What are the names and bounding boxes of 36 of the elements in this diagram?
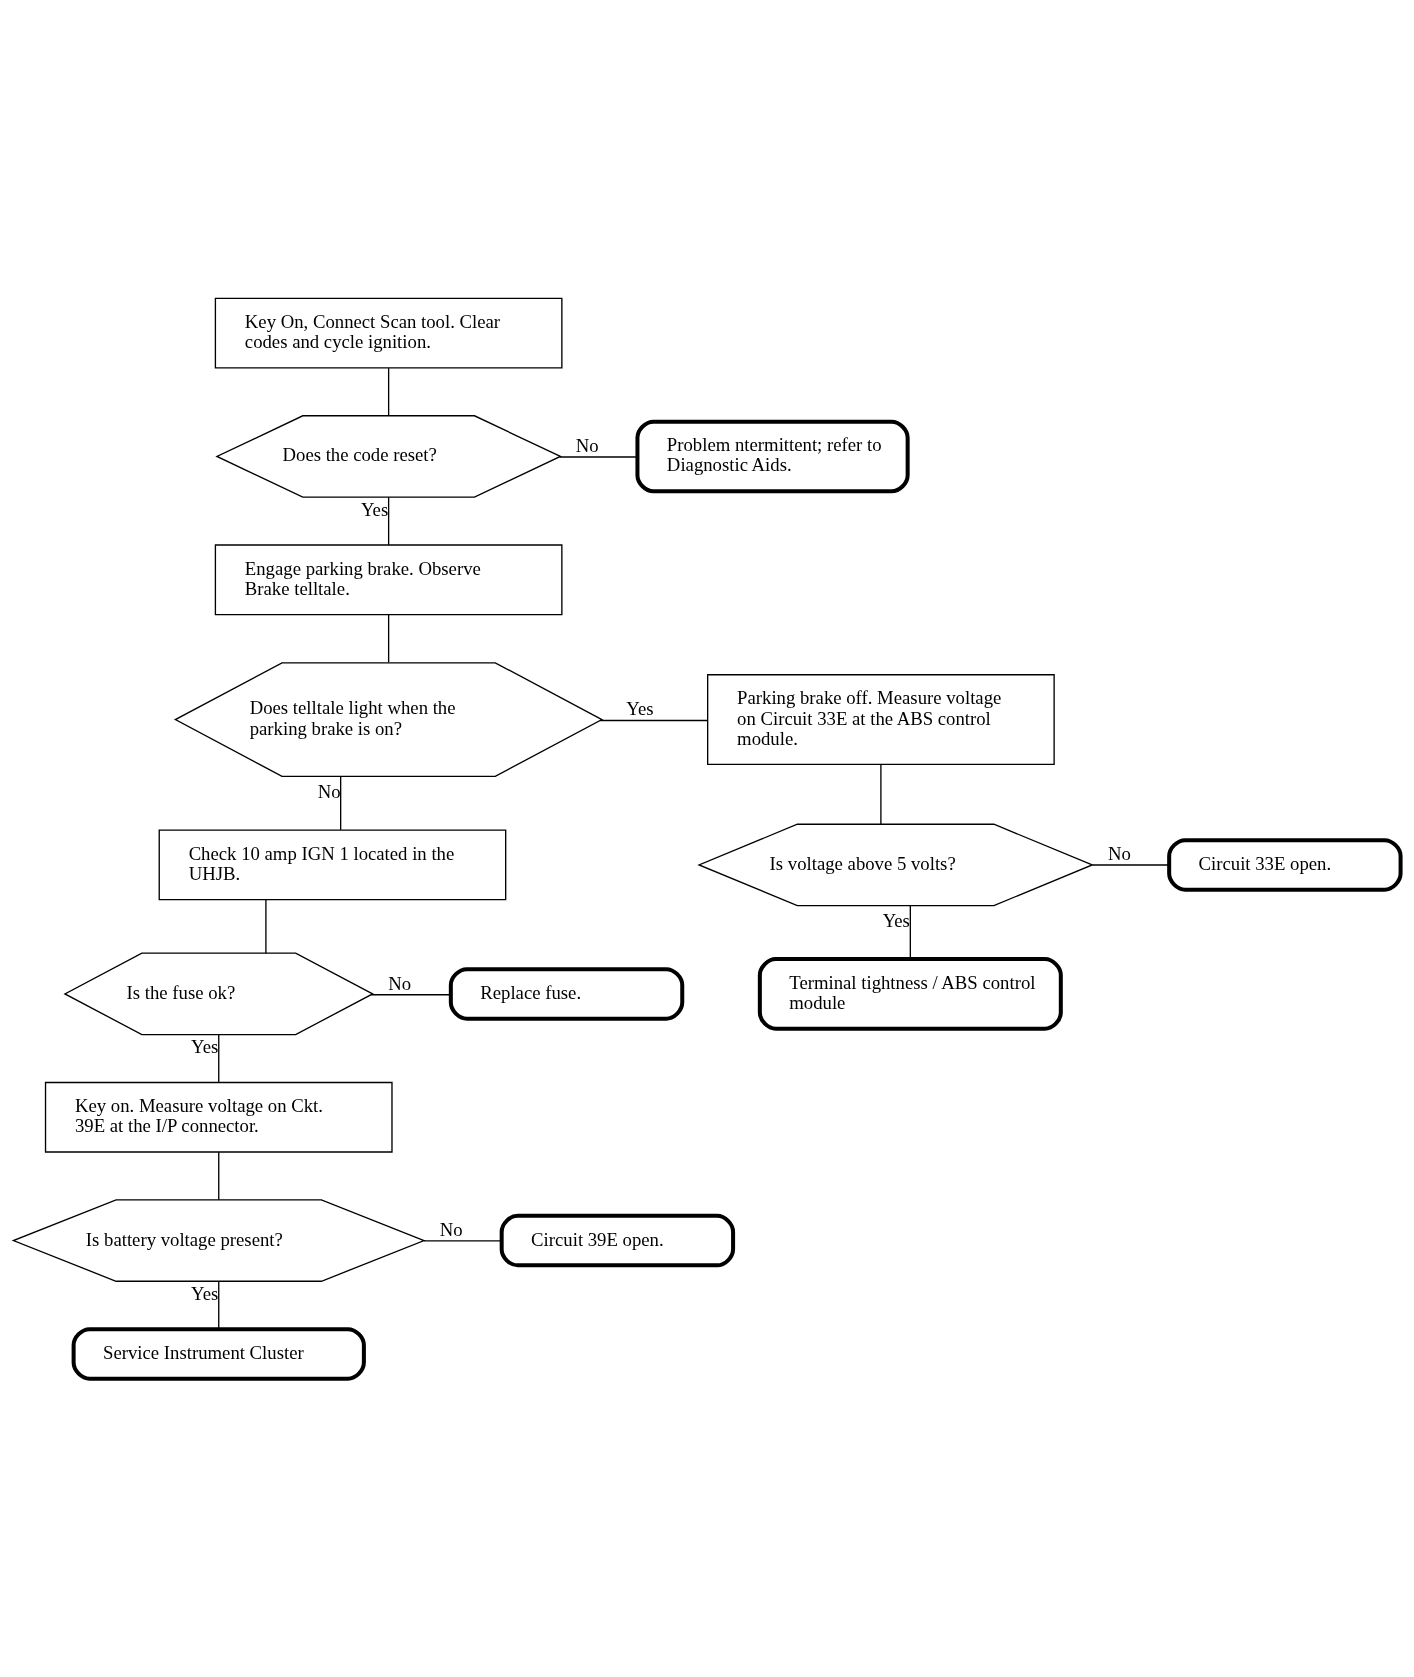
edge-label: No <box>1108 842 1131 864</box>
node-box: Key on. Measure voltage on Ckt. 39E at the I/P connector. <box>44 1081 393 1153</box>
connector <box>909 904 911 960</box>
node-box: Terminal tightness / ABS control module <box>757 957 1063 1031</box>
node-box: Circuit 33E open. <box>1167 838 1403 892</box>
connector <box>218 1280 220 1330</box>
edge-label: Yes <box>882 910 910 931</box>
edge-label: Yes <box>360 498 389 520</box>
node-box: Service Instrument Cluster <box>71 1327 366 1381</box>
connector <box>559 456 639 458</box>
node-box: Problem ntermittent; refer to Diagnostic Aids. <box>635 419 910 494</box>
edge-label: Yes <box>626 698 654 720</box>
connector <box>1091 864 1170 866</box>
connector <box>880 764 882 825</box>
connector <box>423 1240 502 1242</box>
node-box: Parking brake off. Measure voltage on Circuit 33E at the ABS control module. <box>707 674 1055 766</box>
edge-label: No <box>575 434 599 456</box>
connector <box>387 614 390 663</box>
edge-label: No <box>317 781 341 803</box>
edge-label: No <box>439 1218 463 1240</box>
edge-label: No <box>388 972 412 994</box>
node-box: Key On, Connect Scan tool. Clear codes and cycle ignition. <box>214 297 563 369</box>
connector <box>265 899 267 955</box>
connector <box>599 719 709 722</box>
connector <box>387 367 390 417</box>
connector <box>218 1033 220 1083</box>
node-box: Engage parking brake. Observe Brake telltale. <box>214 544 563 616</box>
connector <box>387 496 390 546</box>
connector <box>218 1151 220 1201</box>
connector <box>340 775 342 831</box>
node-box: Replace fuse. <box>448 967 685 1021</box>
edge-label: Yes <box>191 1036 219 1058</box>
connector <box>370 994 452 996</box>
edge-label: Yes <box>191 1282 219 1304</box>
node-box: Circuit 39E open. <box>499 1213 736 1268</box>
node-box: Check 10 amp IGN 1 located in the UHJB. <box>158 829 507 901</box>
